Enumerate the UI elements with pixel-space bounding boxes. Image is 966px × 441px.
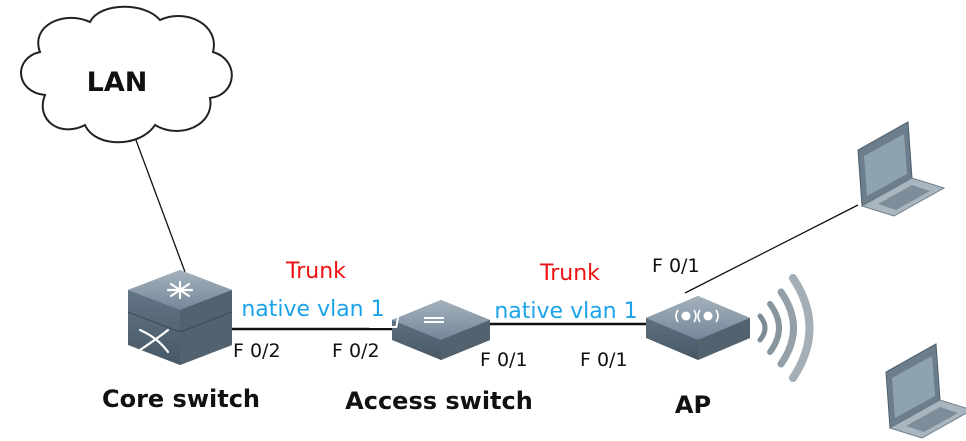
laptop-icon [857,121,946,217]
port-label-ap-f01: F 0/1 [580,349,628,371]
trunk-label-core-access: Trunk [285,259,346,284]
cloud-label: LAN [87,67,148,98]
port-label-access-f01: F 0/1 [480,349,528,371]
laptop-icon [885,343,966,439]
port-label-access-f02: F 0/2 [332,340,380,362]
lan-uplink [129,123,186,273]
wireless-signal-icon [757,274,814,382]
link-ap-laptop [684,204,859,294]
ap-label: AP [675,391,711,419]
port-label-ap-laptop-f01: F 0/1 [652,255,700,277]
core-switch-label: Core switch [102,385,260,413]
access-switch-icon [369,300,490,360]
native-vlan-label-core-access: native vlan 1 [241,297,384,322]
core-switch-icon [127,270,233,365]
access-switch-label: Access switch [345,387,533,415]
access-point-icon [646,296,750,360]
trunk-label-access-ap: Trunk [539,261,600,286]
native-vlan-label-access-ap: native vlan 1 [494,299,637,324]
port-label-core-f02: F 0/2 [233,340,281,362]
cloud-icon [20,5,233,144]
